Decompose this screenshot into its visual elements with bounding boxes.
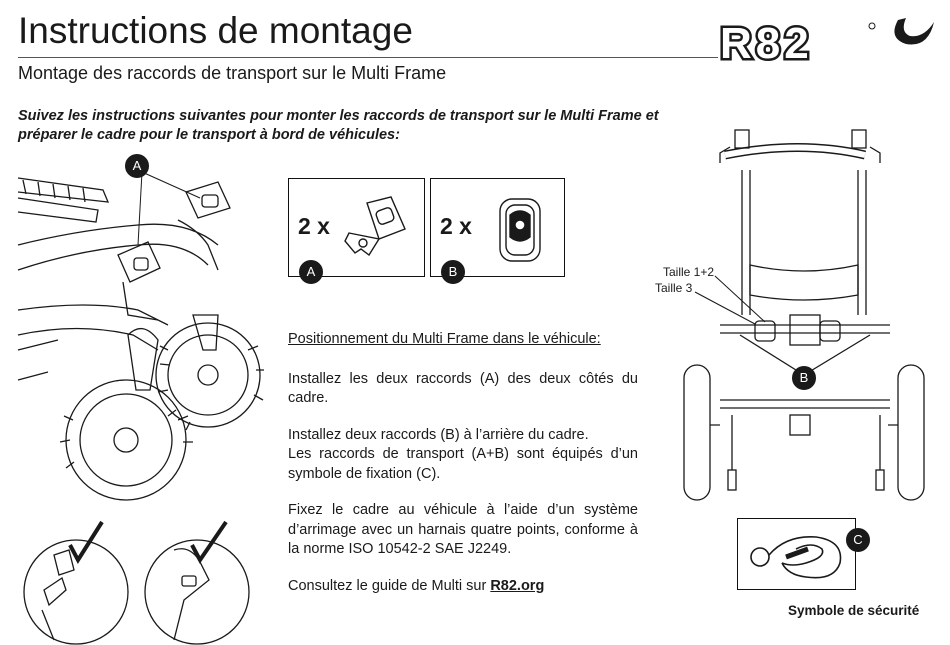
part-box-a: 2 x A <box>288 178 425 284</box>
checkmark-icon <box>190 520 228 564</box>
instruction-paragraph-2: Installez deux raccords (B) à l’arrière … <box>288 426 638 485</box>
instruction-paragraph-2b: Les raccords de transport (A+B) sont équ… <box>288 446 638 482</box>
title-divider <box>18 57 718 58</box>
label-badge-b-text: B <box>448 264 458 279</box>
label-badge-a-left: A <box>125 154 149 178</box>
safety-hook-icon <box>750 536 842 579</box>
transport-fitting-b-icon <box>499 198 541 262</box>
instruction-paragraph-3: Fixez le cadre au véhicule à l’aide d’un… <box>288 502 638 557</box>
transport-fitting-a-icon <box>344 196 406 257</box>
part-b-quantity: 2 x <box>440 213 472 239</box>
brand-logo-text: R82 <box>720 19 813 68</box>
size-callout-lines <box>694 275 766 325</box>
size-label-1-2: Taille 1+2 <box>663 265 715 279</box>
label-badge-a-left-text: A <box>132 158 142 173</box>
label-badge-b-right: B <box>792 366 816 390</box>
size-label-3: Taille 3 <box>655 281 693 295</box>
safety-caption: Symbole de sécurité <box>788 603 920 618</box>
guide-reference-text: Consultez le guide de Multi sur <box>288 577 491 594</box>
brand-logo-text-fill: R82 <box>720 19 813 68</box>
safety-symbol-box <box>737 518 856 590</box>
instruction-paragraph-2a: Installez deux raccords (B) à l’arrière … <box>288 426 589 443</box>
frame-detail-illustration <box>17 150 278 501</box>
frame-rear-view-illustration <box>680 125 942 505</box>
r82-link[interactable]: R82.org <box>490 577 545 594</box>
label-badge-b-right-text: B <box>799 370 809 385</box>
label-badge-a-text: A <box>306 264 316 279</box>
part-a-quantity: 2 x <box>298 213 330 239</box>
instruction-paragraph-4: Consultez le guide de Multi sur R82.org <box>288 577 638 597</box>
label-badge-a: A <box>299 260 323 284</box>
callout-lines-a <box>137 171 201 246</box>
instruction-paragraph-1: Installez les deux raccords (A) des deux… <box>288 370 638 407</box>
page-subtitle: Montage des raccords de transport sur le… <box>18 63 447 83</box>
instructions-body: Positionnement du Multi Frame dans le vé… <box>288 330 638 613</box>
brand-logo: R82 R82 <box>718 10 938 71</box>
label-badge-c-text: C <box>853 532 863 547</box>
part-box-b: 2 x B <box>430 178 565 284</box>
correct-fitting-illustrations <box>14 520 254 645</box>
label-badge-b: B <box>441 260 465 284</box>
intro-text: Suivez les instructions suivantes pour m… <box>18 108 659 143</box>
brand-swoosh-icon <box>894 18 934 45</box>
page-title: Instructions de montage <box>18 10 413 51</box>
checkmark-icon <box>68 520 104 564</box>
section-heading: Positionnement du Multi Frame dans le vé… <box>288 331 601 347</box>
label-badge-c: C <box>846 528 870 552</box>
